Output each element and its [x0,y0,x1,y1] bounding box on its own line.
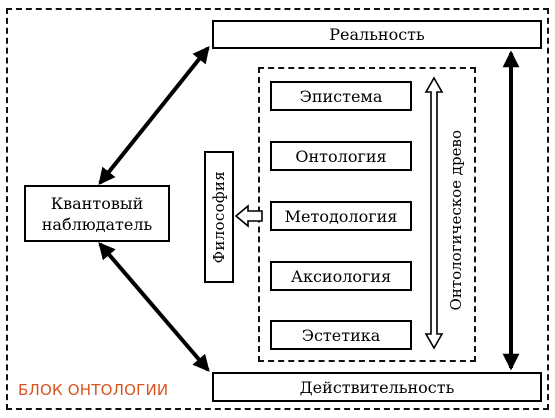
episteme-box: Эпистема [270,81,412,111]
philosophy-label: Философия [210,170,228,264]
reality-label: Реальность [329,25,425,44]
axiology-box: Аксиология [270,261,412,291]
ontology-label: Онтология [295,146,387,166]
observer-actuality-arrow [98,242,210,372]
methodology-to-philosophy-arrow [234,204,263,228]
observer-reality-arrow [98,46,210,185]
philosophy-box: Философия [204,151,234,283]
ontological-tree-label: Онтологическое древо [447,129,465,311]
observer-label-line-1: Квантовый [50,193,144,213]
ontology-block-frame [6,8,549,410]
reality-box: Реальность [212,20,542,49]
axiology-label: Аксиология [290,266,392,286]
quantum-observer-box: Квантовый наблюдатель [24,185,170,242]
methodology-label: Методология [284,206,398,226]
episteme-label: Эпистема [299,86,383,106]
ontological-tree-label-wrap: Онтологическое древо [436,110,476,330]
ontology-block-label: БЛОК ОНТОЛОГИИ [18,381,169,399]
ontological-tree-arrow [424,76,444,350]
aesthetics-box: Эстетика [270,320,412,350]
ontology-box: Онтология [270,141,412,171]
aesthetics-label: Эстетика [301,325,381,345]
actuality-label: Действительность [299,377,455,397]
observer-label-line-2: наблюдатель [41,214,153,234]
methodology-box: Методология [270,201,412,231]
actuality-box: Действительность [212,372,542,402]
